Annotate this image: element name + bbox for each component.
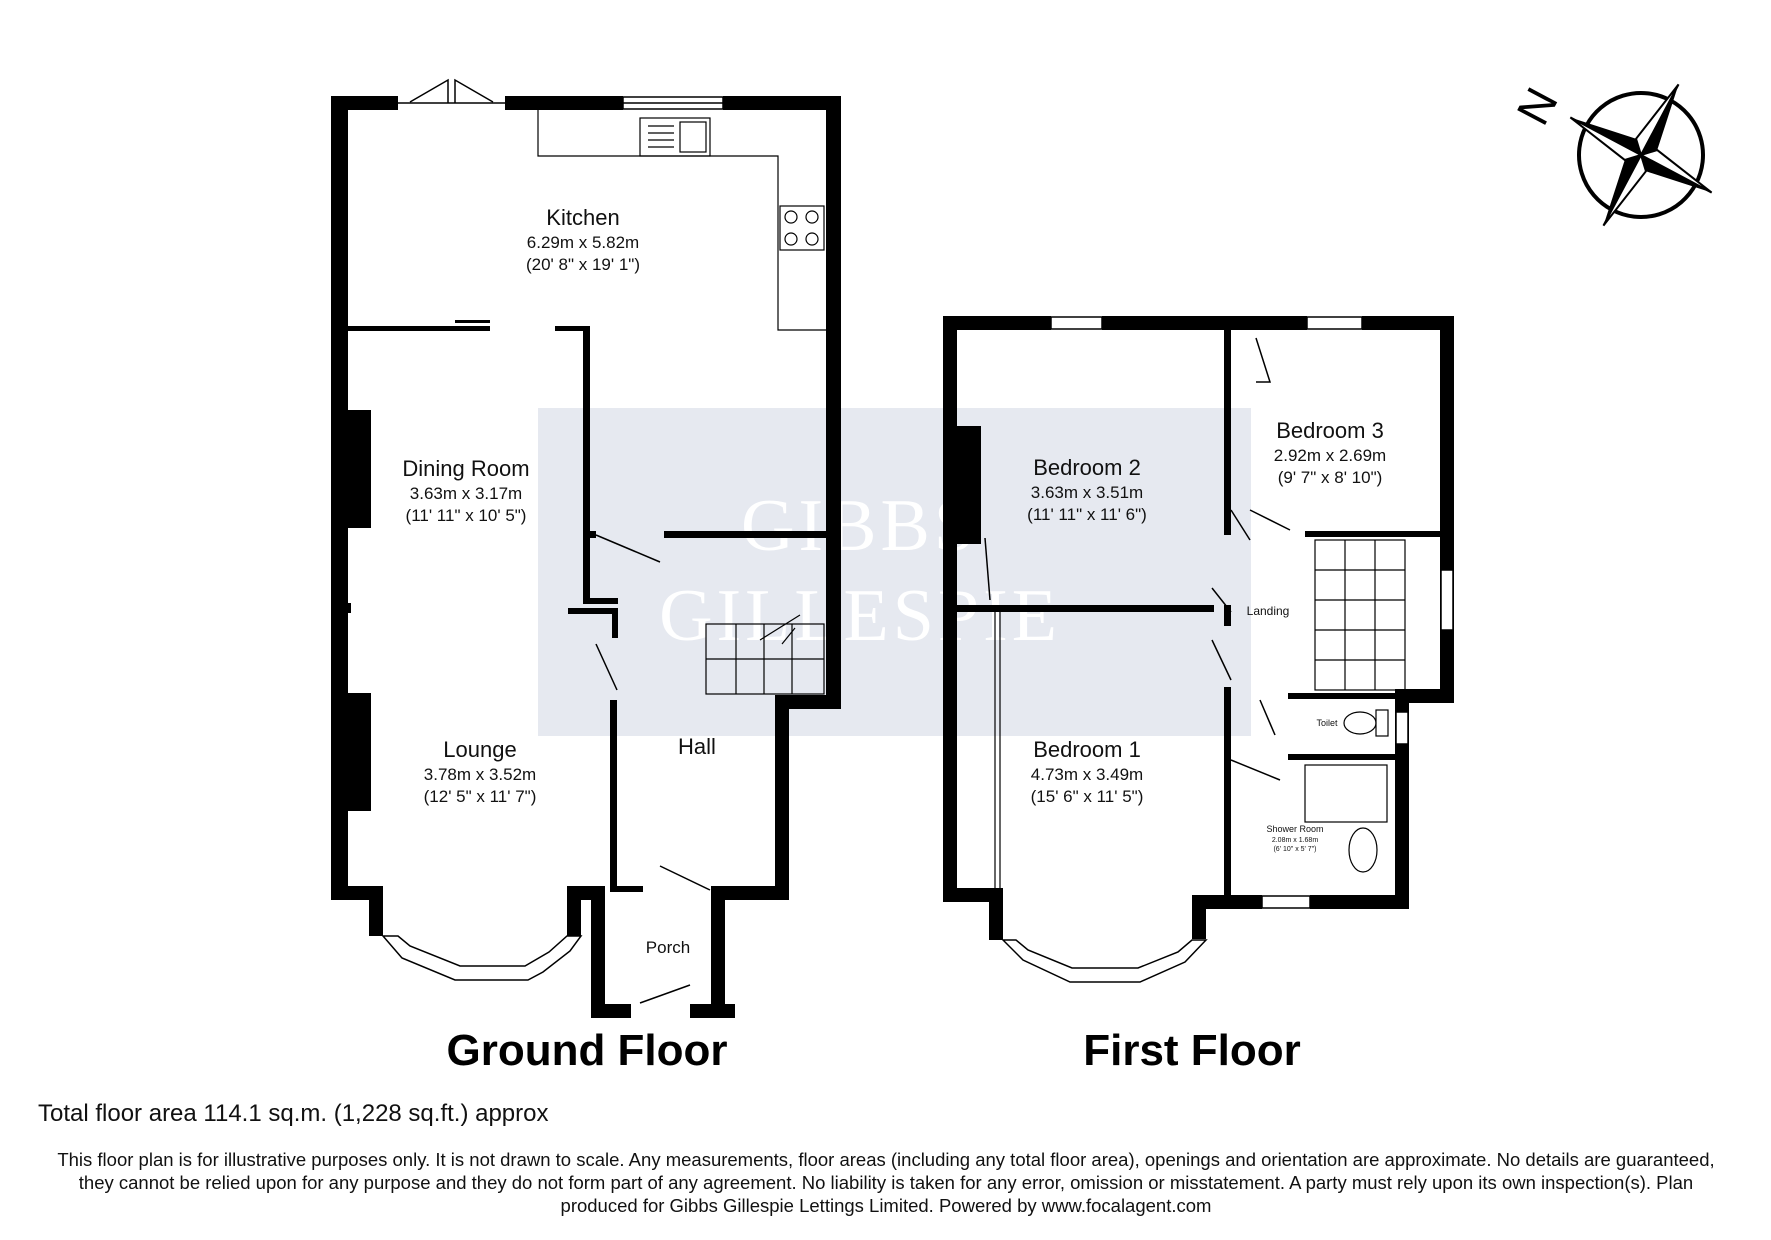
- room-imperial: (9' 7" x 8' 10"): [1278, 468, 1383, 487]
- room-hall: Hall: [678, 734, 716, 759]
- room-shower: Shower Room 2.08m x 1.68m (6' 10" x 5' 7…: [1266, 824, 1323, 853]
- room-imperial: (11' 11" x 10' 5"): [406, 506, 527, 525]
- room-metric: 3.78m x 3.52m: [424, 765, 536, 784]
- room-name: Dining Room: [402, 456, 529, 481]
- ground-floor-title: Ground Floor: [446, 1026, 727, 1075]
- room-bedroom-3: Bedroom 3 2.92m x 2.69m (9' 7" x 8' 10"): [1274, 418, 1386, 487]
- room-imperial: (15' 6" x 11' 5"): [1031, 787, 1144, 806]
- room-imperial: (11' 11" x 11' 6"): [1027, 505, 1147, 524]
- room-dining: Dining Room 3.63m x 3.17m (11' 11" x 10'…: [402, 456, 529, 525]
- room-lounge: Lounge 3.78m x 3.52m (12' 5" x 11' 7"): [424, 737, 537, 806]
- room-metric: 2.08m x 1.68m: [1272, 837, 1318, 844]
- disclaimer-text: This floor plan is for illustrative purp…: [57, 1149, 1715, 1216]
- room-name: Bedroom 1: [1033, 737, 1141, 762]
- room-landing: Landing: [1247, 604, 1290, 618]
- room-metric: 3.63m x 3.17m: [410, 484, 522, 503]
- room-metric: 4.73m x 3.49m: [1031, 765, 1143, 784]
- room-imperial: (12' 5" x 11' 7"): [424, 787, 537, 806]
- room-metric: 2.92m x 2.69m: [1274, 446, 1386, 465]
- room-kitchen: Kitchen 6.29m x 5.82m (20' 8" x 19' 1"): [526, 205, 640, 274]
- room-bedroom-1: Bedroom 1 4.73m x 3.49m (15' 6" x 11' 5"…: [1031, 737, 1144, 806]
- room-metric: 3.63m x 3.51m: [1031, 483, 1143, 502]
- room-toilet: Toilet: [1316, 718, 1338, 728]
- room-imperial: (6' 10" x 5' 7"): [1273, 846, 1316, 853]
- compass-rose-icon: [1569, 83, 1713, 227]
- room-imperial: (20' 8" x 19' 1"): [526, 255, 640, 274]
- room-metric: 6.29m x 5.82m: [527, 233, 639, 252]
- room-name: Bedroom 2: [1033, 455, 1141, 480]
- compass-north-label: N: [1506, 79, 1568, 133]
- room-name: Bedroom 3: [1276, 418, 1384, 443]
- room-bedroom-2: Bedroom 2 3.63m x 3.51m (11' 11" x 11' 6…: [1027, 455, 1147, 524]
- first-floor-title: First Floor: [1083, 1026, 1301, 1075]
- room-name: Kitchen: [546, 205, 619, 230]
- ground-floor-plan: [331, 78, 841, 1018]
- first-floor-plan: [943, 316, 1454, 983]
- total-floor-area: Total floor area 114.1 sq.m. (1,228 sq.f…: [38, 1100, 549, 1127]
- room-name: Lounge: [443, 737, 516, 762]
- room-name: Shower Room: [1266, 824, 1323, 834]
- watermark-panel: [538, 408, 1251, 736]
- watermark-line-2: GILLESPIE: [659, 575, 1061, 657]
- watermark-line-1: GIBBS: [741, 485, 979, 567]
- room-porch: Porch: [646, 938, 690, 957]
